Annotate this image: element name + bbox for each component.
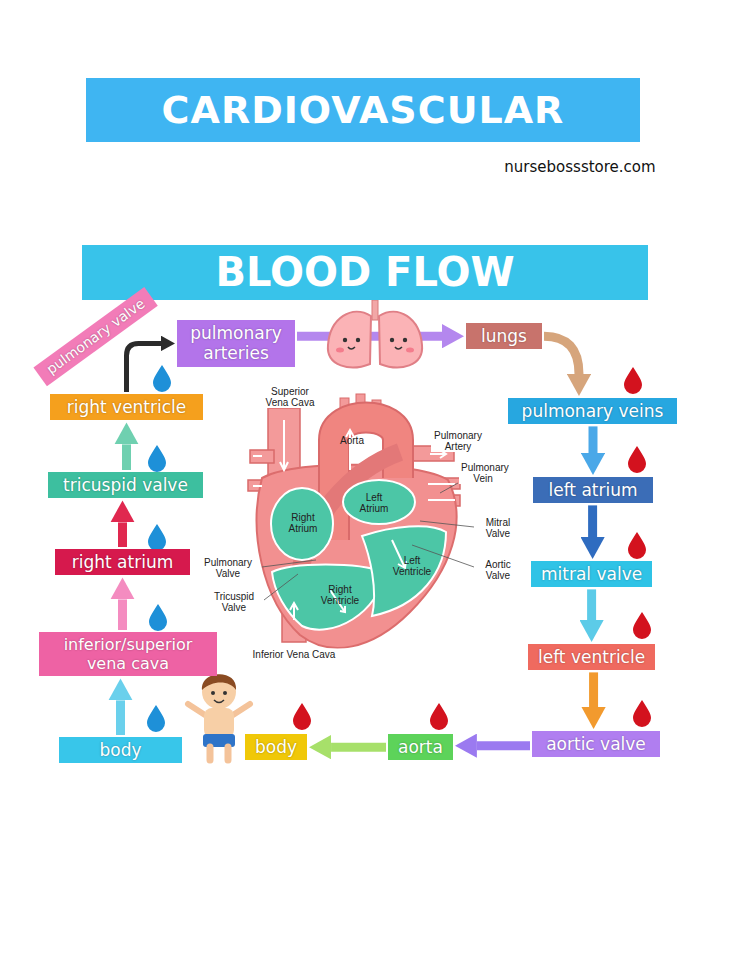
- box-text: tricuspid valve: [58, 475, 193, 495]
- title-band: CARDIOVASCULAR: [86, 78, 640, 142]
- flow-box: right atrium: [55, 549, 190, 575]
- box-text: right atrium: [65, 552, 180, 572]
- flow-arrow: [122, 444, 131, 470]
- box-text: aortic valve: [542, 734, 650, 754]
- flow-arrow: [477, 741, 530, 750]
- heart-part-label: Mitral Valve: [475, 517, 521, 539]
- heart-part-label: Aorta: [332, 435, 372, 446]
- flow-box: lungs: [466, 323, 542, 349]
- flow-box: right ventricle: [50, 394, 203, 420]
- heart-part-label: Left Atrium: [352, 492, 396, 514]
- heart-part-label: Tricuspid Valve: [204, 591, 264, 613]
- flow-arrow: [331, 743, 386, 752]
- flow-box: left ventricle: [528, 644, 655, 670]
- flow-box: aorta: [388, 734, 453, 760]
- flow-arrow: [589, 426, 598, 453]
- heart-part-label: Aortic Valve: [475, 559, 521, 581]
- flow-arrow: [118, 599, 127, 630]
- flow-box: left atrium: [533, 477, 653, 503]
- box-text: pulmonary arteries: [187, 323, 285, 364]
- flow-arrow: [116, 700, 125, 735]
- box-text: pulmonary veins: [518, 401, 667, 421]
- flow-box: pulmonary arteries: [177, 320, 295, 367]
- heart-part-label: Left Ventricle: [386, 555, 438, 577]
- section-band: BLOOD FLOW: [82, 245, 648, 300]
- box-text: left ventricle: [538, 647, 645, 667]
- box-text: mitral valve: [541, 564, 642, 584]
- box-text: lungs: [476, 326, 532, 346]
- box-text: pulmonary valve: [43, 295, 148, 378]
- flow-box: pulmonary veins: [508, 398, 677, 424]
- flow-box: aortic valve: [532, 731, 660, 757]
- flow-arrow: [588, 505, 597, 537]
- heart-part-label: Superior Vena Cava: [258, 386, 322, 408]
- lungs-illustration: [328, 300, 422, 367]
- flow-arrow: [544, 336, 579, 374]
- heart-part-label: Pulmonary Artery: [431, 430, 485, 452]
- flow-arrow: [587, 589, 596, 620]
- flow-arrow: [118, 522, 127, 547]
- box-text: aorta: [398, 737, 443, 757]
- flow-box: mitral valve: [531, 561, 652, 587]
- flow-box: pulmonary valve: [33, 287, 158, 386]
- box-text: left atrium: [543, 480, 643, 500]
- heart-part-label: Pulmonary Vein: [459, 462, 507, 484]
- heart-part-label: Right Ventricle: [312, 584, 368, 606]
- box-text: body: [69, 740, 172, 760]
- flow-box: inferior/superior vena cava: [39, 632, 217, 676]
- box-text: body: [255, 737, 297, 757]
- heart-part-label: Inferior Vena Cava: [237, 649, 351, 660]
- heart-part-label: Pulmonary Valve: [198, 557, 258, 579]
- flow-box: tricuspid valve: [48, 472, 203, 498]
- flow-box: body: [245, 734, 307, 760]
- website-label: nursebossstore.com: [480, 158, 680, 176]
- child-figure: [188, 674, 250, 760]
- flow-arrow: [589, 672, 598, 707]
- flow-box: body: [59, 737, 182, 763]
- box-text: right ventricle: [60, 397, 193, 417]
- heart-part-label: Right Atrium: [281, 512, 325, 534]
- box-text: inferior/superior vena cava: [49, 635, 207, 673]
